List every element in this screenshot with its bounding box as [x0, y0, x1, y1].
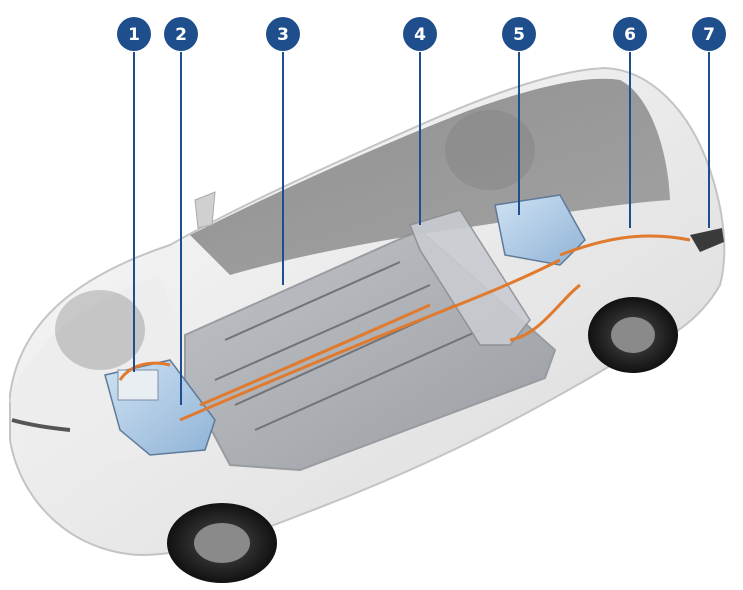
- rear-drive-unit: [494, 194, 586, 266]
- svg-text:4: 4: [414, 25, 426, 45]
- front-left-wheel: [167, 503, 277, 583]
- svg-text:3: 3: [277, 25, 289, 45]
- side-mirror: [194, 191, 216, 229]
- callout-6: 6: [613, 17, 647, 51]
- callout-1: 1: [117, 17, 151, 51]
- svg-text:5: 5: [513, 25, 525, 45]
- rear-right-wheel: [445, 110, 535, 190]
- callout-5: 5: [502, 17, 536, 51]
- rear-light: [690, 228, 724, 252]
- svg-text:7: 7: [703, 25, 715, 45]
- roof-glass: [190, 78, 670, 275]
- front-light: [11, 418, 71, 432]
- callout-leaders: [133, 52, 710, 405]
- front-right-wheel: [55, 290, 145, 370]
- rear-left-wheel: [588, 297, 678, 373]
- callout-2: 2: [164, 17, 198, 51]
- front-drive-unit: [104, 359, 216, 456]
- hv-cables: [118, 234, 691, 422]
- central-module: [408, 209, 531, 346]
- svg-text:6: 6: [624, 25, 636, 45]
- callout-7: 7: [692, 17, 726, 51]
- callout-4: 4: [403, 17, 437, 51]
- svg-text:1: 1: [128, 25, 140, 45]
- svg-text:2: 2: [175, 25, 187, 45]
- callout-3: 3: [266, 17, 300, 51]
